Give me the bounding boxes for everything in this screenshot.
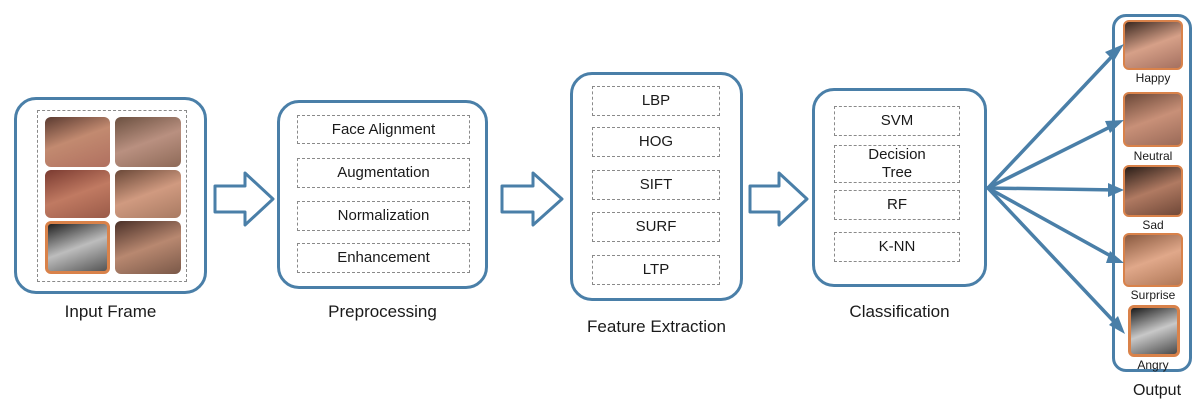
classification-item-decision-tree: Decision Tree bbox=[834, 145, 960, 183]
input-face-4 bbox=[115, 170, 181, 218]
classification-item-rf: RF bbox=[834, 190, 960, 220]
feature-item-hog: HOG bbox=[592, 127, 720, 157]
arrow-to-neutral bbox=[986, 121, 1120, 190]
classification-caption: Classification bbox=[849, 302, 950, 321]
output-face-neutral bbox=[1123, 92, 1183, 147]
preprocessing-item-normalization: Normalization bbox=[297, 201, 470, 231]
output-label-angry: Angry bbox=[1137, 358, 1169, 372]
preprocessing-item-face-alignment: Face Alignment bbox=[297, 115, 470, 144]
feature-item-sift: SIFT bbox=[592, 170, 720, 200]
arrow-preprocessing-to-feature bbox=[500, 171, 564, 227]
feature-item-surf: SURF bbox=[592, 212, 720, 242]
feature-extraction-caption: Feature Extraction bbox=[587, 317, 726, 336]
arrow-to-happy bbox=[986, 48, 1120, 190]
input-face-2 bbox=[115, 117, 181, 167]
output-label-surprise: Surprise bbox=[1130, 288, 1176, 302]
feature-item-lbp: LBP bbox=[592, 86, 720, 116]
arrowhead-angry bbox=[1109, 316, 1125, 334]
input-face-1 bbox=[45, 117, 110, 167]
arrowhead-happy bbox=[1105, 44, 1124, 61]
output-caption: Output bbox=[1132, 382, 1182, 399]
output-face-angry bbox=[1128, 305, 1180, 357]
input-face-6 bbox=[115, 221, 181, 274]
arrowhead-surprise bbox=[1106, 251, 1124, 263]
output-face-surprise bbox=[1123, 233, 1183, 287]
arrow-input-to-preprocessing bbox=[213, 171, 275, 227]
input-face-3 bbox=[45, 170, 110, 218]
output-face-sad bbox=[1123, 165, 1183, 217]
arrow-to-sad bbox=[986, 186, 1120, 192]
preprocessing-item-augmentation: Augmentation bbox=[297, 158, 470, 188]
arrowhead-sad bbox=[1108, 183, 1124, 197]
input-frame-inner-box bbox=[37, 110, 187, 282]
output-label-happy: Happy bbox=[1135, 71, 1171, 85]
input-frame-caption: Input Frame bbox=[64, 302, 157, 321]
classification-item-svm: SVM bbox=[834, 106, 960, 136]
output-label-sad: Sad bbox=[1142, 218, 1164, 232]
arrow-feature-to-classification bbox=[748, 171, 809, 227]
output-face-happy bbox=[1123, 20, 1183, 70]
output-label-neutral: Neutral bbox=[1133, 149, 1173, 163]
preprocessing-caption: Preprocessing bbox=[328, 302, 437, 321]
arrow-to-surprise bbox=[986, 186, 1120, 262]
preprocessing-item-enhancement: Enhancement bbox=[297, 243, 470, 273]
arrowhead-neutral bbox=[1105, 120, 1124, 133]
feature-item-ltp: LTP bbox=[592, 255, 720, 285]
classification-item-knn: K-NN bbox=[834, 232, 960, 262]
input-face-5 bbox=[45, 221, 110, 274]
arrow-to-angry bbox=[986, 186, 1122, 330]
